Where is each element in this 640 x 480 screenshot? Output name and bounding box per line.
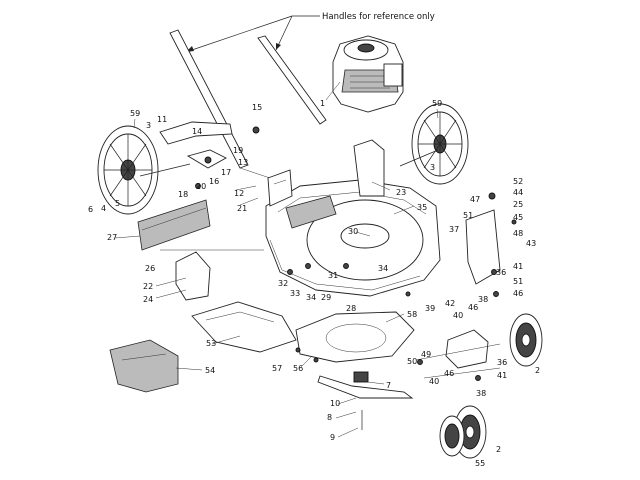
part-label: 45 <box>513 213 523 222</box>
part-label: 46 <box>468 303 478 312</box>
part-label: 18 <box>178 190 188 199</box>
part-label: 35 <box>417 203 427 212</box>
part-label: 37 <box>449 225 459 234</box>
part-label: 41 <box>513 262 523 271</box>
rear-axle <box>139 149 439 251</box>
part-label: 28 <box>346 304 356 313</box>
part-label: 23 <box>396 188 406 197</box>
part-label: 19 <box>233 146 243 155</box>
part-label: 4 <box>101 204 106 213</box>
part-label: 2 <box>496 445 501 454</box>
part-label: 30 <box>348 227 358 236</box>
part-label: 10 <box>330 399 340 408</box>
handles-reference-note: Handles for reference only <box>322 12 435 22</box>
part-labels: 1 2 2 3 3 4 5 6 7 8 9 10 11 12 13 14 15 … <box>88 99 540 468</box>
part-label: 55 <box>475 459 485 468</box>
rear-shield <box>267 169 293 207</box>
part-label: 58 <box>407 310 417 319</box>
part-label: 43 <box>526 239 536 248</box>
blade <box>317 371 414 430</box>
part-label: 36 <box>497 358 507 367</box>
part-label: 14 <box>192 127 202 136</box>
part-label: 6 <box>88 205 93 214</box>
part-label: 42 <box>445 299 455 308</box>
part-label: 12 <box>234 189 244 198</box>
part-label: 46 <box>513 289 523 298</box>
part-label: 56 <box>293 364 303 373</box>
mower-deck <box>265 179 441 297</box>
engine <box>332 35 404 113</box>
part-label: 26 <box>145 264 155 273</box>
part-label: 5 <box>115 199 120 208</box>
part-label: 59 <box>130 109 140 118</box>
part-label: 3 <box>146 121 151 130</box>
part-label: 54 <box>205 366 215 375</box>
part-label: 44 <box>513 188 523 197</box>
part-label: 3 <box>430 163 435 172</box>
part-label: 8 <box>327 413 332 422</box>
part-label: 22 <box>143 282 153 291</box>
front-axle-assembly <box>415 329 501 379</box>
part-label: 1 <box>320 99 325 108</box>
side-plate <box>175 251 211 301</box>
part-label: 52 <box>513 177 523 186</box>
part-label: 7 <box>386 381 391 390</box>
part-label: 13 <box>238 158 248 167</box>
part-label: 48 <box>513 229 523 238</box>
part-label: 47 <box>470 195 480 204</box>
part-label: 46 <box>444 369 454 378</box>
part-label: 51 <box>513 277 523 286</box>
hardware-fasteners <box>195 126 517 381</box>
part-label: 34 <box>306 293 316 302</box>
part-label: 20 <box>196 182 206 191</box>
part-label: 39 <box>425 304 435 313</box>
part-label: 34 <box>378 264 388 273</box>
part-label: 33 <box>290 289 300 298</box>
part-label: 59 <box>432 99 442 108</box>
part-label: 21 <box>237 204 247 213</box>
left-rear-wheel <box>97 125 159 215</box>
callout-leaders <box>114 81 439 438</box>
part-label: 2 <box>535 366 540 375</box>
part-label: 36 <box>496 268 506 277</box>
right-rear-wheel <box>411 103 469 185</box>
part-label: 53 <box>206 339 216 348</box>
blade-baffle <box>295 311 415 363</box>
part-label: 57 <box>272 364 282 373</box>
part-label: 24 <box>143 295 153 304</box>
rear-baffle <box>137 199 211 251</box>
part-label: 50 <box>407 357 417 366</box>
mulch-cover <box>109 339 179 393</box>
part-label: 11 <box>157 115 167 124</box>
part-label: 16 <box>209 177 219 186</box>
part-label: 15 <box>252 103 262 112</box>
part-label: 51 <box>463 211 473 220</box>
part-label: 40 <box>453 311 463 320</box>
front-wheel-left <box>439 405 487 459</box>
part-label: 9 <box>330 433 335 442</box>
part-label: 38 <box>478 295 488 304</box>
part-label: 40 <box>429 377 439 386</box>
front-wheel-right <box>509 313 543 367</box>
part-label: 38 <box>476 389 486 398</box>
part-label: 17 <box>221 168 231 177</box>
discharge-chute <box>191 301 297 353</box>
part-label: 25 <box>513 200 523 209</box>
part-label: 49 <box>421 350 431 359</box>
part-label: 29 <box>321 293 331 302</box>
handles-note-leaders <box>185 15 320 53</box>
part-label: 31 <box>328 271 338 280</box>
part-label: 27 <box>107 233 117 242</box>
part-label: 32 <box>278 279 288 288</box>
part-label: 41 <box>497 371 507 380</box>
